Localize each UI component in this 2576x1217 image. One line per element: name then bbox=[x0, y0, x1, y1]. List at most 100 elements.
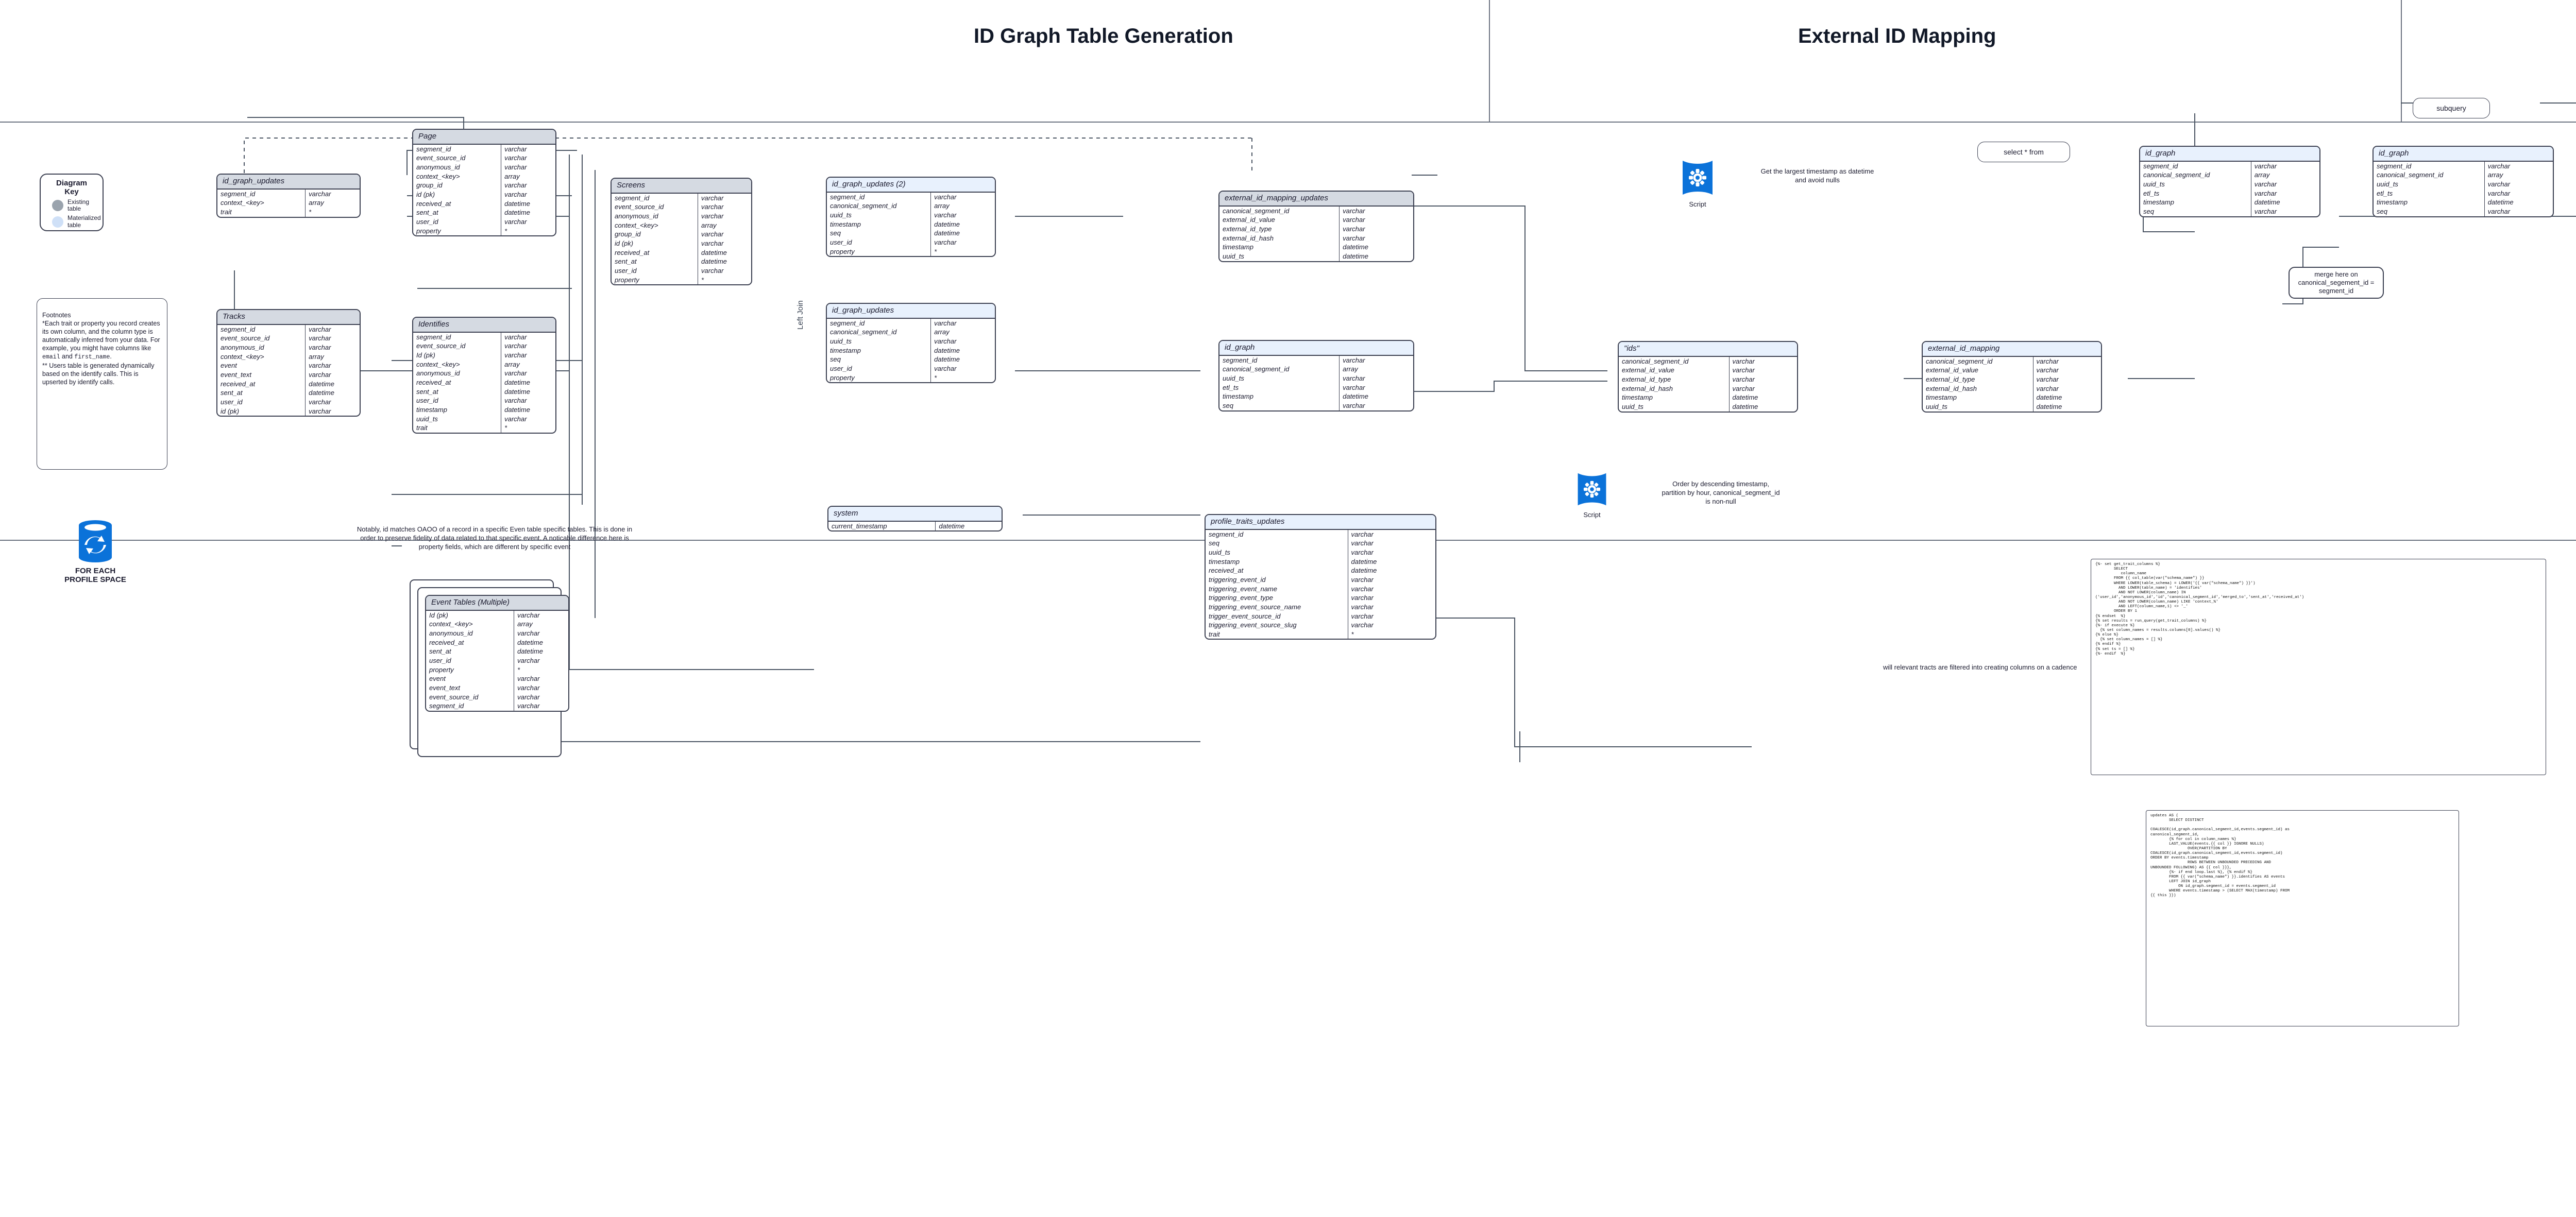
column-name: external_id_value bbox=[1923, 366, 2033, 375]
column-name: group_id bbox=[612, 230, 699, 239]
footnote-code-email: email bbox=[42, 354, 60, 361]
column-type: varchar bbox=[701, 230, 724, 238]
script-gear-icon bbox=[1578, 473, 1606, 506]
column-name: sent_at bbox=[426, 647, 515, 656]
database-sync-icon bbox=[79, 520, 112, 562]
column-type: datetime bbox=[934, 229, 960, 237]
table-external-id-mapping-updates[interactable]: external_id_mapping_updates canonical_se… bbox=[1218, 191, 1414, 262]
column-type: varchar bbox=[1343, 383, 1365, 391]
column-type: varchar bbox=[1732, 357, 1755, 365]
section-title-id-graph: ID Graph Table Generation bbox=[974, 25, 1233, 47]
column-name: seq bbox=[2374, 207, 2485, 216]
code-block-updates-sql[interactable]: updates AS ( SELECT DISTINCT COALESCE(id… bbox=[2146, 810, 2459, 1026]
column-name: context_<key> bbox=[426, 620, 515, 629]
column-name: segment_id bbox=[827, 318, 931, 328]
column-name: segment_id bbox=[217, 189, 306, 199]
column-name: triggering_event_source_slug bbox=[1206, 621, 1348, 630]
column-name: timestamp bbox=[827, 346, 931, 355]
column-name: uuid_ts bbox=[1206, 548, 1348, 557]
for-each-caption-line2: PROFILE SPACE bbox=[64, 575, 126, 584]
column-name: timestamp bbox=[2374, 198, 2485, 207]
column-type: varchar bbox=[504, 369, 527, 378]
column-name: timestamp bbox=[1206, 557, 1348, 567]
footnotes-heading: Footnotes bbox=[42, 312, 71, 319]
subquery-box[interactable]: subquery bbox=[2413, 98, 2490, 118]
column-name: segment_id bbox=[1219, 355, 1340, 365]
column-type: datetime bbox=[1343, 392, 1368, 401]
column-type: varchar bbox=[1343, 207, 1365, 215]
table-row: trait* bbox=[1206, 629, 1435, 639]
column-type: varchar bbox=[1351, 594, 1374, 602]
column-name: uuid_ts bbox=[1219, 251, 1340, 261]
column-name: uuid_ts bbox=[2140, 180, 2251, 189]
table-title: Page bbox=[413, 130, 555, 145]
select-star-from-box[interactable]: select * from bbox=[1977, 142, 2070, 162]
column-name: context_<key> bbox=[413, 359, 502, 369]
footnote-line2: ** Users table is generated dynamically … bbox=[42, 362, 155, 386]
table-external-id-mapping[interactable]: external_id_mapping canonical_segment_id… bbox=[1922, 341, 2102, 413]
script-note-1: Get the largest timestamp as datetime an… bbox=[1760, 167, 1874, 184]
column-type: varchar bbox=[1351, 548, 1374, 557]
merge-here-note: merge here on canonical_segement_id = se… bbox=[2289, 267, 2384, 299]
column-name: user_id bbox=[426, 656, 515, 665]
column-type: varchar bbox=[934, 211, 957, 219]
column-name: etl_ts bbox=[2140, 188, 2251, 198]
column-name: timestamp bbox=[1923, 393, 2033, 402]
table-row: context_<key>array bbox=[217, 352, 360, 362]
column-type: array bbox=[504, 360, 520, 368]
column-name: triggering_event_source_name bbox=[1206, 602, 1348, 612]
column-type: varchar bbox=[309, 344, 331, 352]
footnotes-card: Footnotes *Each trait or property you re… bbox=[37, 298, 167, 470]
column-type: * bbox=[504, 424, 507, 432]
column-type: array bbox=[934, 328, 950, 336]
table-row: property* bbox=[413, 226, 555, 236]
column-type: varchar bbox=[2254, 189, 2277, 197]
column-name: context_<key> bbox=[217, 352, 306, 362]
legend-label-existing: Existing table bbox=[67, 198, 90, 213]
column-name: event bbox=[217, 361, 306, 370]
table-row: Id (pk)varchar bbox=[413, 351, 555, 360]
table-row: Id (pk)varchar bbox=[426, 610, 568, 620]
column-name: segment_id bbox=[413, 332, 502, 342]
column-name: uuid_ts bbox=[413, 414, 502, 424]
column-name: property bbox=[827, 373, 931, 383]
table-title: Identifies bbox=[413, 318, 555, 333]
table-title: id_graph_updates bbox=[217, 175, 360, 190]
column-name: anonymous_id bbox=[217, 343, 306, 352]
code-block-trait-columns[interactable]: {%- set get_trait_columns %} SELECT colu… bbox=[2091, 559, 2546, 775]
legend-label-materialized: Materialized table bbox=[67, 214, 101, 229]
column-name: context_<key> bbox=[413, 172, 502, 181]
table-title: id_graph_updates bbox=[827, 304, 995, 319]
